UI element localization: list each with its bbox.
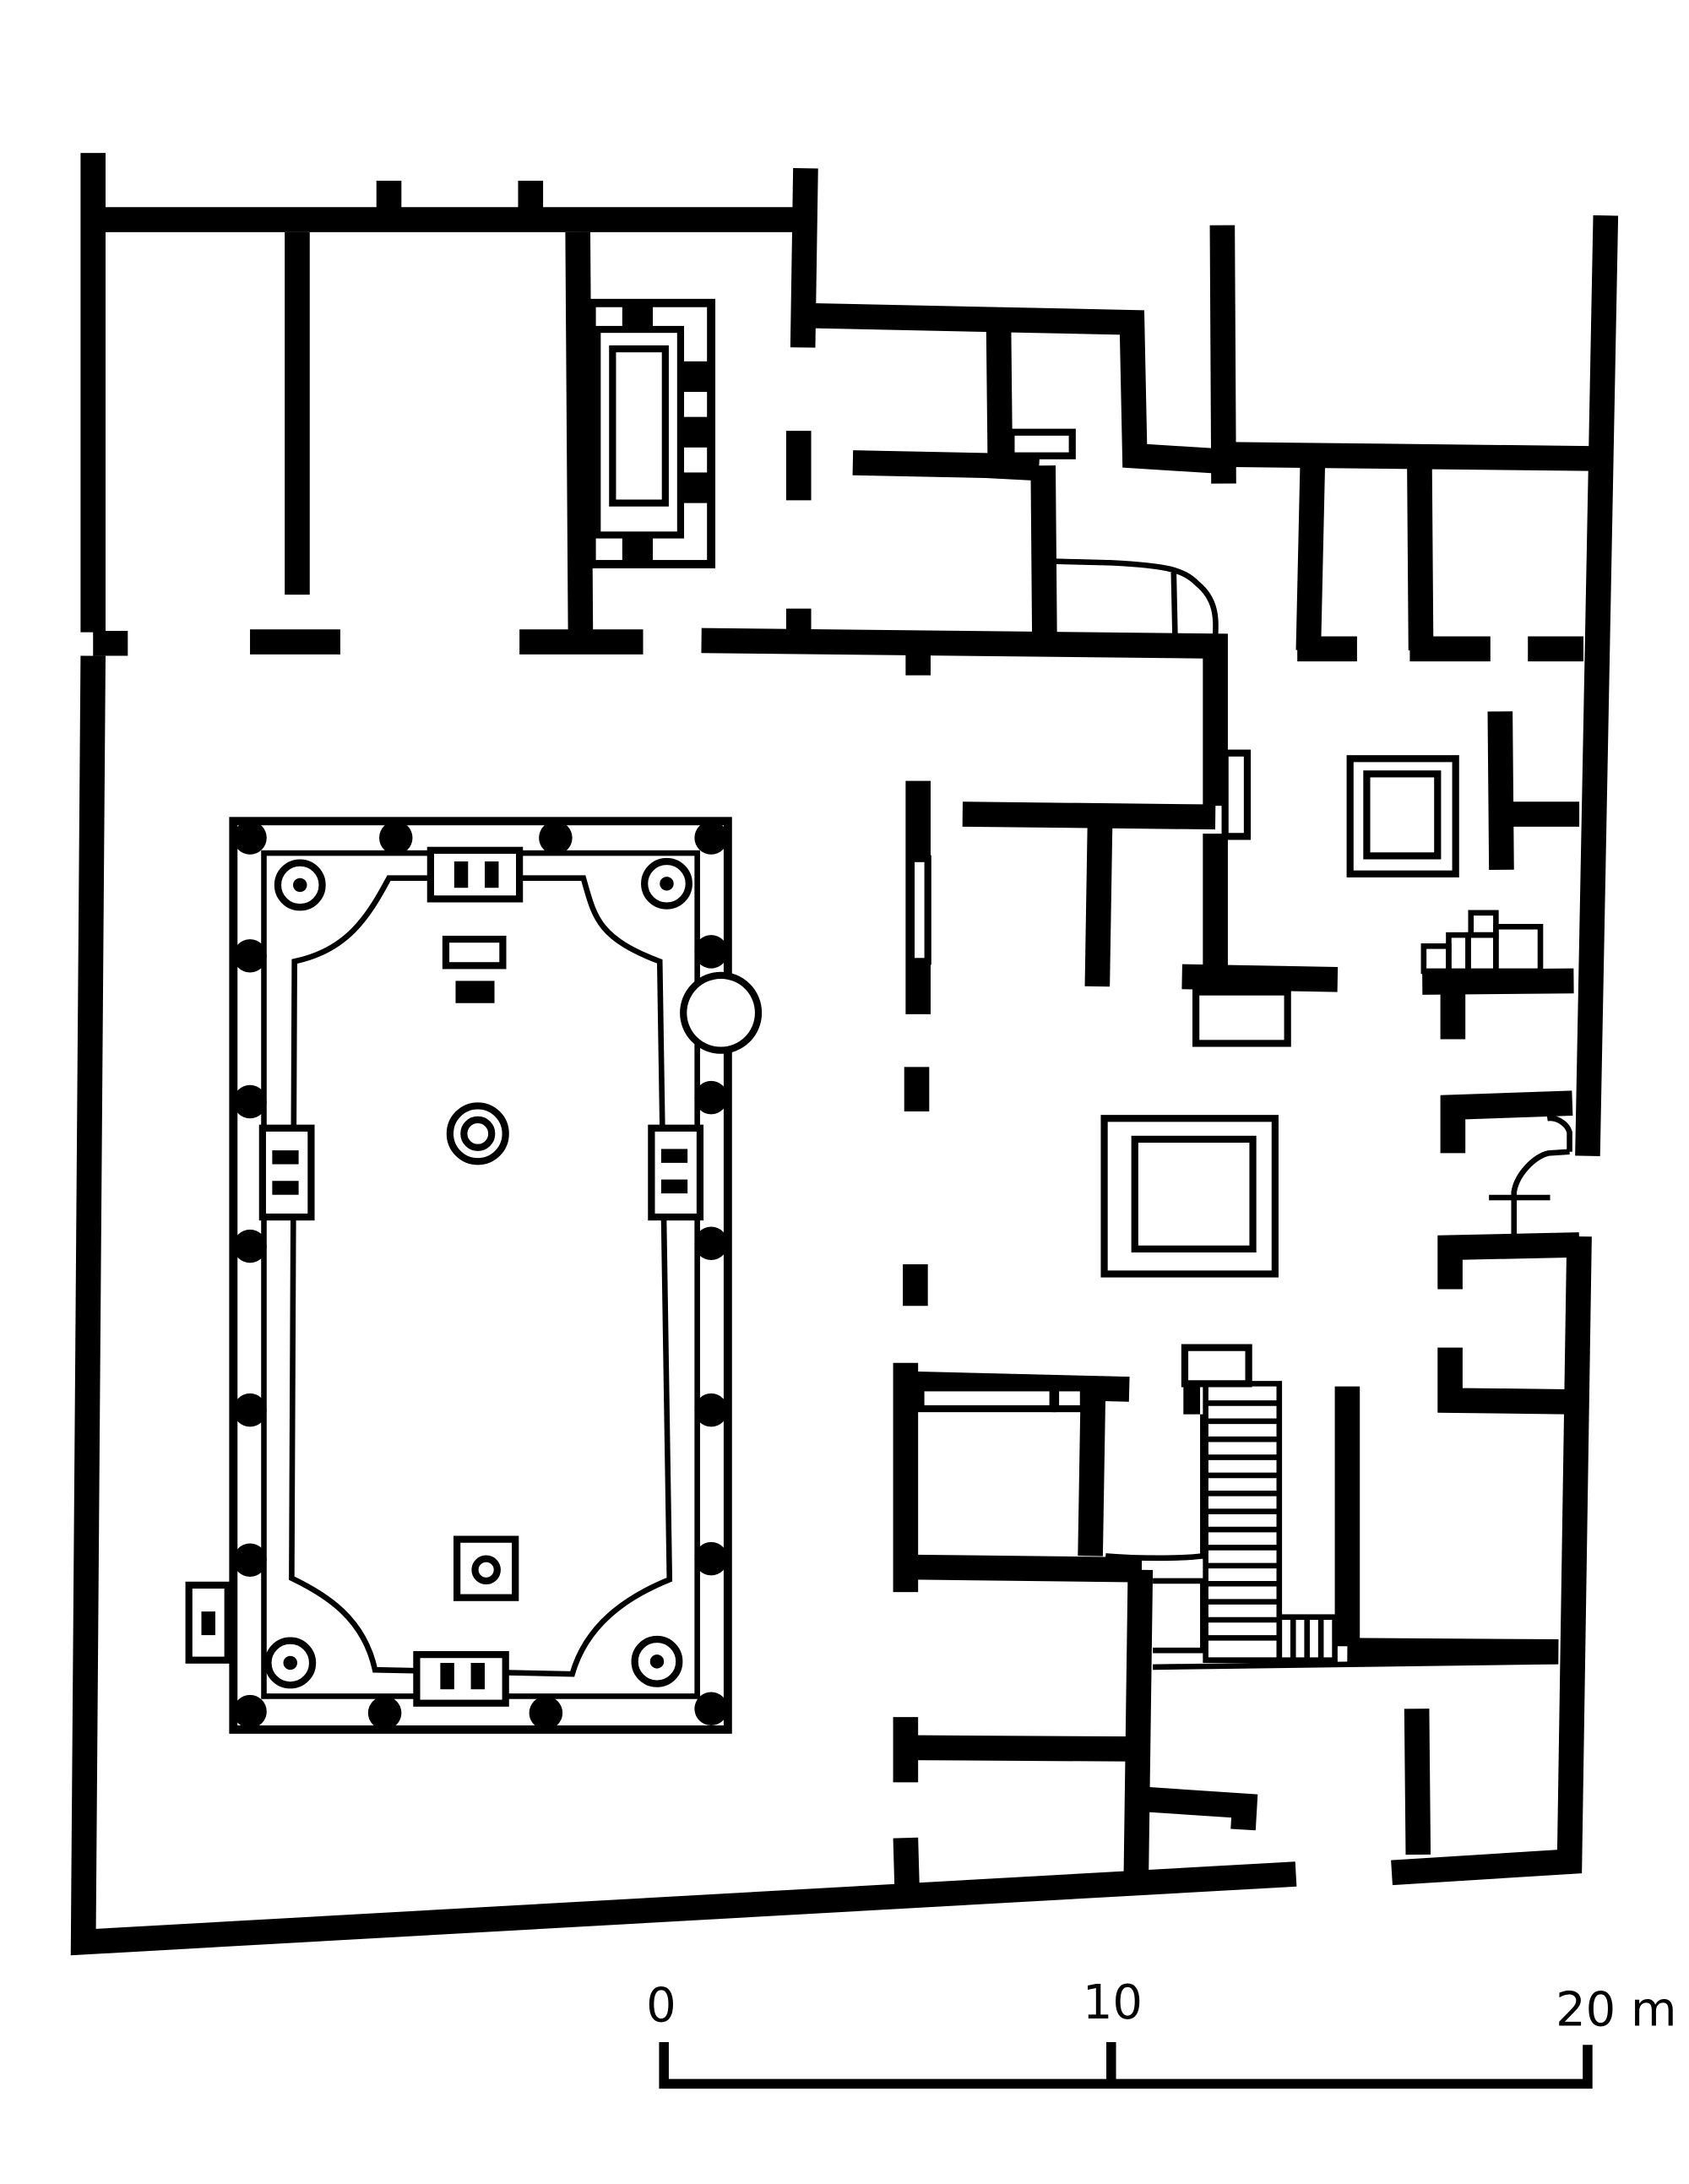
scale-label-0: 0	[646, 1978, 676, 2033]
peristyle-courtyard	[185, 817, 763, 1734]
staircase	[1205, 1400, 1338, 1663]
scale-label-10: 10	[1083, 1975, 1143, 2030]
interior-walls	[93, 231, 1583, 1888]
scale-label-20m: 20 m	[1556, 1982, 1676, 2037]
room-fittings	[587, 298, 1572, 1671]
outer-walls	[70, 153, 1619, 1956]
fountain-basins	[264, 857, 692, 1689]
scale-bar: 0 10 20 m	[646, 1975, 1676, 2089]
